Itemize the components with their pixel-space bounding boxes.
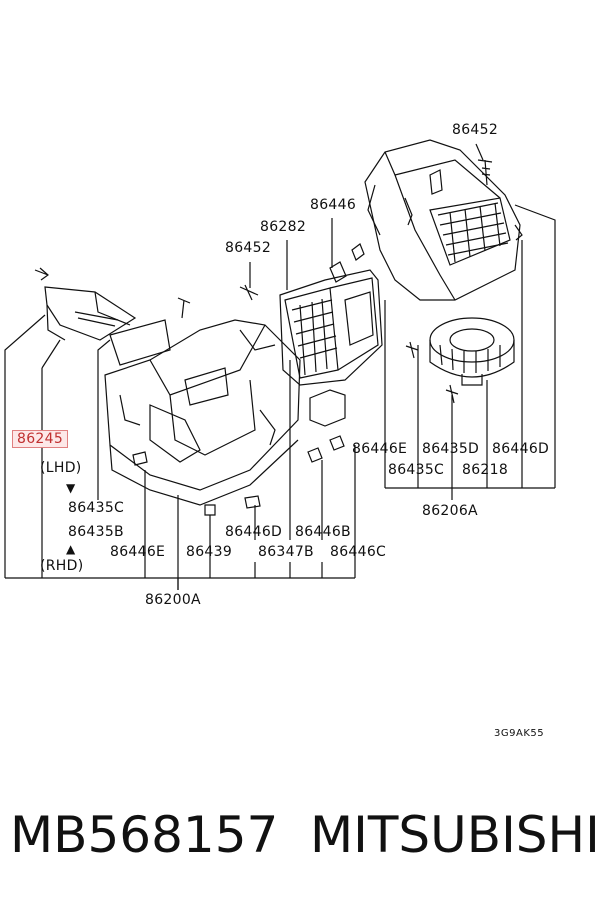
label-86446D-mid: 86446D xyxy=(225,524,283,540)
label-86245-highlighted[interactable]: 86245 xyxy=(12,430,69,448)
label-86206A: 86206A xyxy=(422,503,478,519)
label-86452-mid: 86452 xyxy=(225,240,272,256)
diagram-drawing xyxy=(4,139,556,590)
label-86435B: 86435B xyxy=(68,524,124,540)
blower-housing xyxy=(364,139,521,301)
label-86200A: 86200A xyxy=(145,592,201,608)
blower-fan xyxy=(429,317,515,386)
parts-diagram: 86452 86446 86282 86452 86245 (LHD) ▼ 86… xyxy=(4,122,556,739)
label-86446D-right: 86446D xyxy=(492,441,550,457)
label-lhd: (LHD) xyxy=(40,460,82,476)
leader-lines xyxy=(4,143,556,590)
label-86452-top: 86452 xyxy=(452,122,499,138)
arrow-down-icon: ▼ xyxy=(66,481,76,495)
hardware xyxy=(34,159,523,516)
intake-unit xyxy=(279,269,383,386)
label-86435C-right: 86435C xyxy=(388,462,445,478)
footer: MB568157 MITSUBISHI xyxy=(0,805,600,875)
label-86439: 86439 xyxy=(186,544,233,560)
label-86435C-left: 86435C xyxy=(68,500,125,516)
label-rhd: (RHD) xyxy=(40,558,84,574)
arrow-up-icon: ▲ xyxy=(66,542,76,556)
heater-case xyxy=(104,319,301,506)
diagram-code: 3G9AK55 xyxy=(494,728,545,739)
label-86347B: 86347B xyxy=(258,544,314,560)
label-86435D: 86435D xyxy=(422,441,480,457)
duct xyxy=(44,286,171,366)
label-86446: 86446 xyxy=(310,197,357,213)
label-86446E-right: 86446E xyxy=(352,441,408,457)
label-86446B: 86446B xyxy=(295,524,351,540)
label-86446E-left: 86446E xyxy=(110,544,166,560)
label-86282: 86282 xyxy=(260,219,307,235)
brand-name: MITSUBISHI xyxy=(310,806,600,864)
label-86446C: 86446C xyxy=(330,544,387,560)
part-number: MB568157 xyxy=(10,806,279,864)
label-86218: 86218 xyxy=(462,462,509,478)
